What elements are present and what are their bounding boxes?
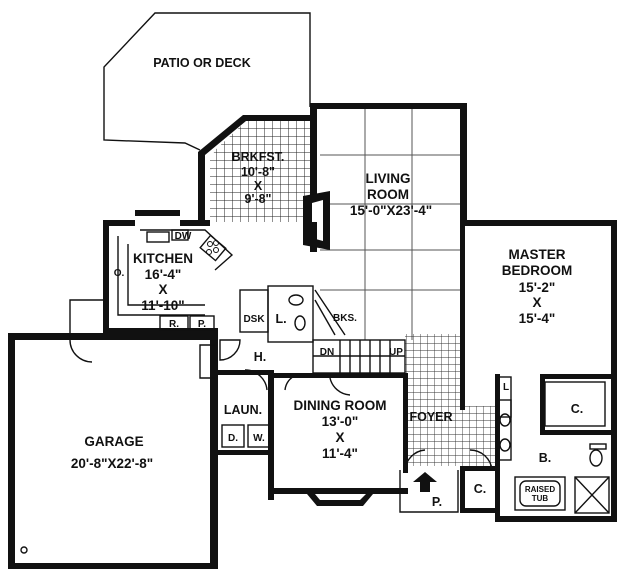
master-dim-3: 15'-4" [519, 311, 556, 326]
master-dim-2: X [532, 295, 541, 310]
porch-label: P. [432, 495, 442, 509]
desk-label: DSK [243, 314, 265, 325]
breakfast-dim-1: 10'-8" [241, 165, 275, 179]
kitchen-fixtures [117, 229, 234, 331]
dining-dim-1: 13'-0" [322, 414, 359, 429]
breakfast-dim-2: X [254, 179, 263, 193]
raised-tub-label-2: TUB [532, 494, 549, 503]
linen-label: L. [275, 312, 286, 326]
kitchen-label: KITCHEN [133, 251, 193, 266]
stair-down-label: DN [320, 347, 334, 358]
bookshelves-label: BKS. [333, 313, 357, 324]
living-label-2: ROOM [367, 187, 409, 202]
dining-bay [302, 488, 378, 506]
master-label-2: BEDROOM [502, 263, 573, 278]
entry-porch [399, 469, 499, 513]
hall-label: H. [254, 350, 267, 364]
hall-fixtures [219, 285, 493, 471]
master-closet-label: C. [571, 402, 584, 416]
oven-label: O. [114, 268, 125, 279]
bath-label: B. [539, 451, 552, 465]
dining-label: DINING ROOM [294, 398, 387, 413]
living-room-grid [320, 108, 462, 340]
breakfast-floor-hatch [210, 120, 310, 222]
foyer-closet-label: C. [474, 482, 487, 496]
living-label: LIVING [365, 171, 410, 186]
kitchen-dim-1: 16'-4" [145, 267, 182, 282]
master-label: MASTER [509, 247, 566, 262]
dishwasher-label: DW [175, 231, 192, 242]
stair-up-label: UP [389, 347, 403, 358]
kitchen-dim-3: 11'-10" [141, 298, 184, 313]
breakfast-dim-3: 9'-8" [245, 192, 272, 206]
fireplace [303, 191, 330, 252]
dining-dim-3: 11'-4" [322, 446, 358, 461]
room-labels: PATIO OR DECK BRKFST. 10'-8" X 9'-8" LIV… [71, 56, 572, 471]
laundry-fixtures [221, 424, 271, 448]
foyer-floor-hatch [404, 334, 496, 466]
master-bath-fixtures [496, 376, 610, 514]
kitchen-dim-2: X [158, 282, 167, 297]
refrigerator-label: R. [169, 319, 179, 330]
breakfast-label: BRKFST. [232, 150, 285, 164]
pantry-label: P. [198, 319, 206, 330]
dining-dim-2: X [335, 430, 344, 445]
garage-detail [20, 339, 215, 554]
master-dim-1: 15'-2" [519, 280, 556, 295]
washer-label: W. [253, 433, 265, 444]
raised-tub-label-1: RAISED [525, 485, 555, 494]
fixture-labels: DW O. R. P. DSK L. BKS. H. DN UP D. W. C… [114, 231, 584, 509]
laundry-label: LAUN. [224, 403, 262, 417]
garage-dims: 20'-8"X22'-8" [71, 456, 153, 471]
master-linen-label: L [503, 382, 509, 393]
patio-outline [103, 12, 311, 151]
living-dims: 15'-0"X23'-4" [350, 203, 432, 218]
dryer-label: D. [228, 433, 238, 444]
garage-label: GARAGE [84, 434, 143, 449]
patio-label: PATIO OR DECK [153, 56, 250, 70]
foyer-label: FOYER [409, 410, 452, 424]
